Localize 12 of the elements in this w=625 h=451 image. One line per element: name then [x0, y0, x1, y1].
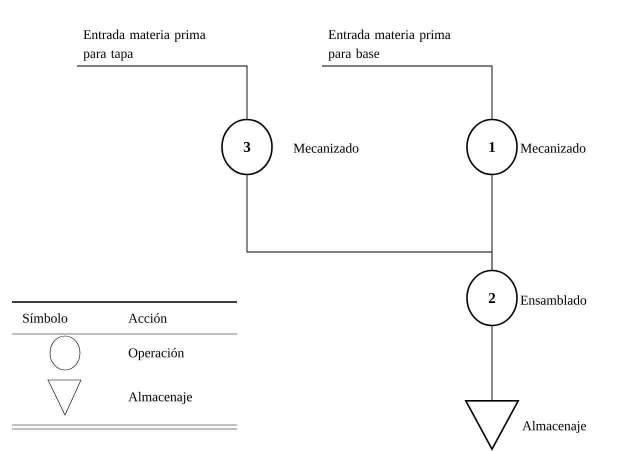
step-label: Ensamblado [520, 295, 586, 305]
legend-text: Almacenaje [128, 392, 192, 404]
step-label: Almacenaje [522, 420, 586, 434]
flow-line [322, 66, 492, 120]
column-header: Acción [128, 313, 167, 323]
step-label: Mecanizado [294, 143, 358, 153]
column-header: Símbolo [23, 313, 68, 323]
step-label: Mecanizado [520, 143, 586, 153]
input-label: Entrada materia prima para tapa [83, 30, 206, 61]
flow-line [76, 66, 248, 120]
input-label: Entrada materia prima para base [328, 30, 450, 61]
legend-text: Operación [128, 348, 184, 360]
